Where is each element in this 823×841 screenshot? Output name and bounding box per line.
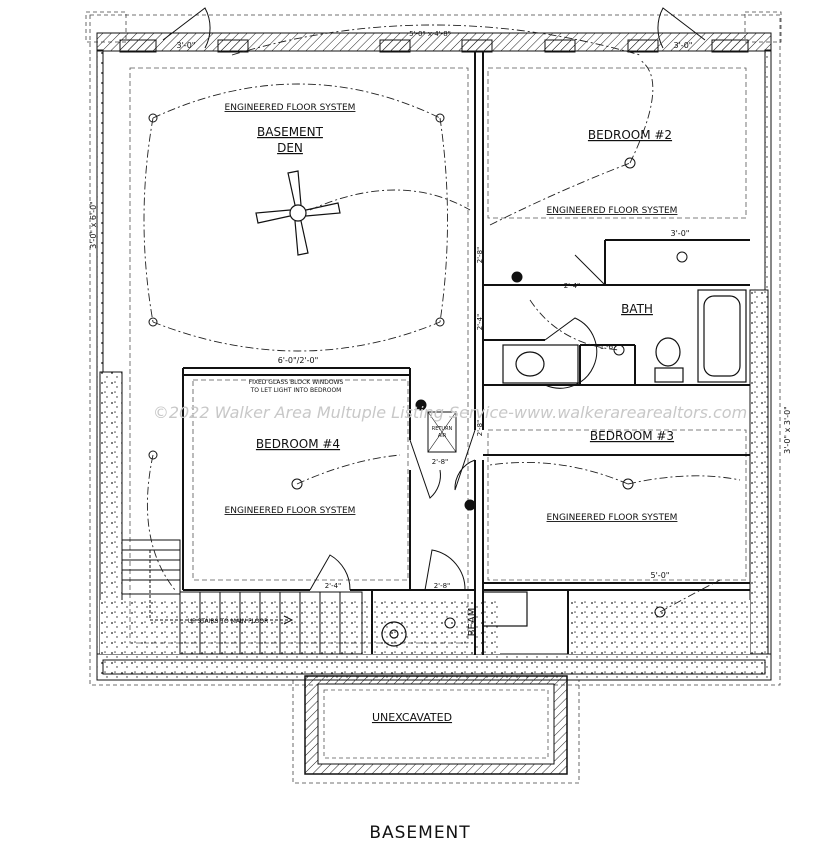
stairs [121,539,363,655]
dim-bed3-closet: 5'-0" [651,571,670,580]
dim-bed2-closet: 3'-0" [671,229,690,238]
return-air-box [427,411,457,453]
dim-top-windows: 5'-0" x 4'-8" [409,30,451,38]
dim-window-right: 3'-0" [674,41,693,50]
floor-system-bedroom3: ENGINEERED FLOOR SYSTEM [547,513,678,523]
plan-title: BASEMENT [369,823,470,841]
bedroom3-label: BEDROOM #3 [590,429,674,443]
ceiling-fan-icon [255,170,341,256]
floor-system-den: ENGINEERED FLOOR SYSTEM [225,103,356,113]
bedroom4-label: BEDROOM #4 [256,437,340,451]
dim-den-door: 2'-8" [476,247,484,264]
dim-bath-door: 2'-4" [564,282,581,290]
beam-label: BEAM [467,608,478,637]
dim-left-window: 3'-0" x 6'-0" [89,201,98,249]
top-windows [119,39,749,53]
bath-fixtures [381,289,747,647]
dim-bath-vanity: 1'-6" [600,343,617,351]
door-swings [162,7,706,591]
stairs-note: UP STAIRS TO MAIN FLOOR [188,618,269,625]
den-label-line2: DEN [277,141,303,155]
unexcavated-area [304,675,568,775]
return-air-line2: AIR [438,433,447,439]
ceiling-lights [148,113,688,629]
floor-system-bedroom4: ENGINEERED FLOOR SYSTEM [225,506,356,516]
dim-bath-side: 2'-4" [476,314,484,331]
bath-label: BATH [621,302,653,316]
bedroom2-label: BEDROOM #2 [588,128,672,142]
dim-bed4-window: 6'-0"/2'-0" [278,356,319,365]
glass-block-note-line2: TO LET LIGHT INTO BEDROOM [250,387,342,394]
watermark: ©2022 Walker Area Multuple Listing Servi… [153,403,747,422]
unexcavated-label: UNEXCAVATED [372,711,452,724]
dim-right-window: 3'-0" x 3'-0" [783,406,792,454]
electrical-wiring [143,24,741,613]
glass-block-note-line1: FIXED GLASS BLOCK WINDOWS [249,379,344,386]
return-air-line1: RETURN [432,426,453,432]
dim-bed4-closet: 2'-4" [325,582,342,590]
den-label-line1: BASEMENT [257,125,324,139]
dim-window-left: 3'-0" [177,41,196,50]
floor-system-bedroom2: ENGINEERED FLOOR SYSTEM [547,206,678,216]
interior-walls [182,52,750,655]
inner-dashed-lines [129,67,747,644]
dim-bed3-door: 2'-8" [476,420,484,437]
dim-mech-door: 2'-8" [434,582,451,590]
dim-bed4-door: 2'-8" [432,458,449,466]
